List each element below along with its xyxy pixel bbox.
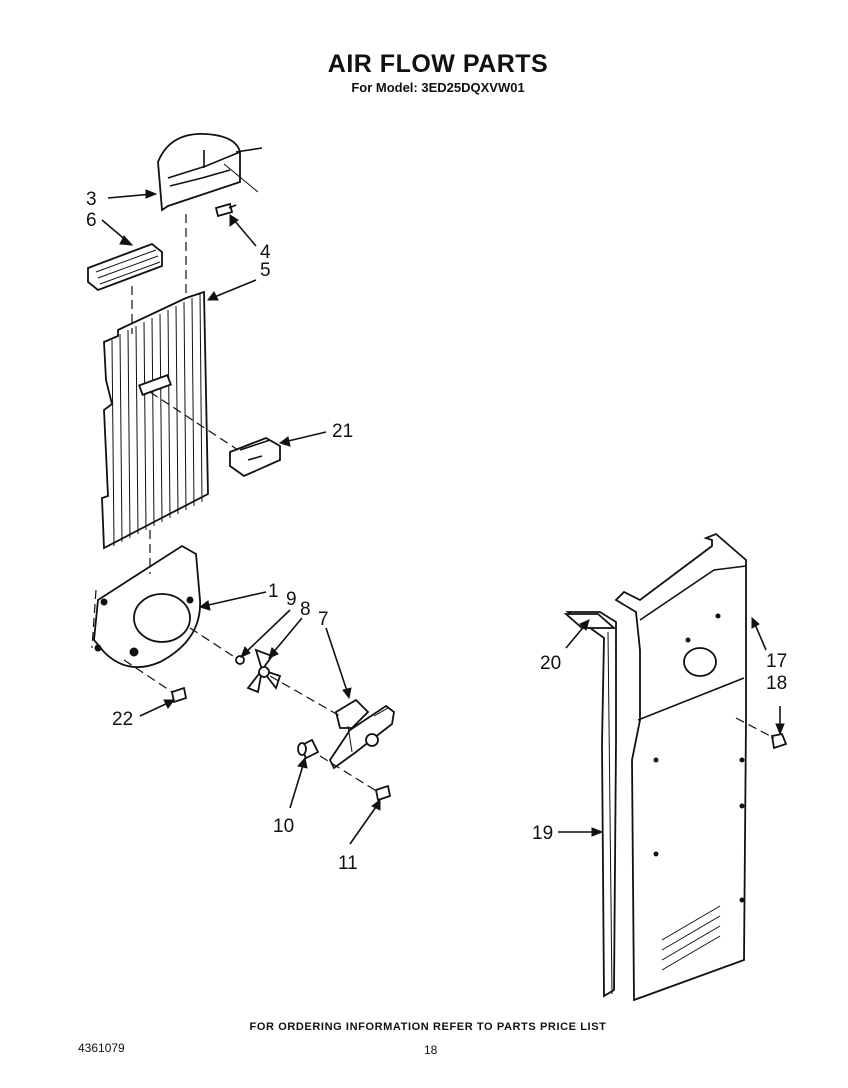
page-number: 18: [424, 1043, 438, 1057]
ordering-info-note: FOR ORDERING INFORMATION REFER TO PARTS …: [249, 1021, 607, 1033]
callout-21: 21: [332, 421, 354, 442]
callout-7: 7: [318, 609, 329, 630]
damper-control-part: [229, 437, 281, 478]
fan-shroud-part: [93, 544, 201, 669]
callout-6: 6: [86, 210, 97, 231]
rear-air-duct-cover-part: [614, 532, 747, 1002]
duct-screw-part: [214, 202, 237, 218]
model-subtitle: For Model: 3ED25DQXVW01: [351, 80, 525, 95]
assembly-lines: [91, 214, 775, 793]
callout-5: 5: [260, 260, 271, 281]
callout-20: 20: [540, 653, 562, 674]
fan-motor-bracket-part: [328, 698, 395, 770]
fan-blade-part: [246, 648, 282, 694]
callout-11: 11: [338, 853, 358, 874]
callout-4: 4: [260, 242, 271, 263]
callout-22: 22: [112, 709, 134, 730]
callout-19: 19: [532, 823, 554, 844]
vent-grille-part: [87, 242, 163, 292]
callout-9: 9: [286, 589, 297, 610]
callout-18: 18: [766, 673, 788, 694]
air-duct-housing-part: [157, 133, 263, 212]
page-title: AIR FLOW PARTS: [327, 50, 549, 78]
callout-1: 1: [268, 581, 279, 602]
cover-screw-part: [770, 732, 788, 750]
motor-grommet-part: [297, 738, 320, 760]
callout-8: 8: [300, 599, 311, 620]
liner-strip-part: [565, 611, 617, 998]
callout-leaders: [101, 189, 785, 845]
fan-nut-part: [235, 655, 245, 665]
bracket-screw-part: [374, 784, 392, 802]
callout-3: 3: [86, 189, 97, 210]
evaporator-cover-panel-part: [101, 290, 209, 550]
gasket-strip-part: [563, 613, 617, 629]
document-number: 4361079: [78, 1041, 125, 1055]
callout-17: 17: [766, 651, 788, 672]
shroud-screw-part: [170, 686, 188, 704]
callout-10: 10: [273, 816, 295, 837]
